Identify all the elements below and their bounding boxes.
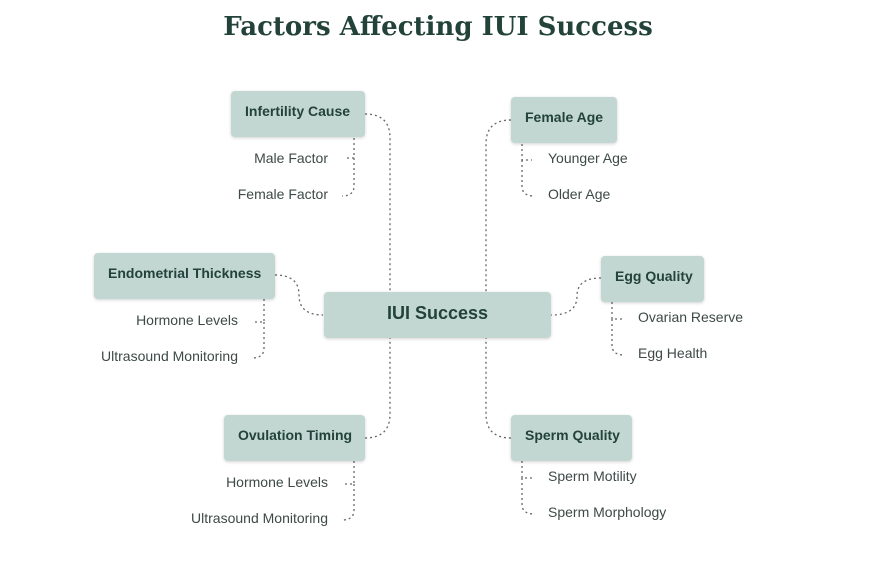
- leaf-older-age: Older Age: [548, 186, 611, 202]
- leaf-sperm-morphology: Sperm Morphology: [548, 504, 667, 520]
- leaf-ultrasound-monitoring: Ultrasound Monitoring: [101, 348, 238, 364]
- connector-infertility-cause: [364, 113, 391, 292]
- branch-label: Sperm Quality: [525, 427, 620, 443]
- connector-leaf-younger-age: [521, 144, 532, 161]
- branch-node-endometrial-thickness: Endometrial Thickness: [94, 253, 275, 299]
- connector-leaf-ovarian-reserve: [611, 302, 622, 320]
- leaf-ultrasound-monitoring: Ultrasound Monitoring: [191, 510, 328, 526]
- connector-leaf-hormone-levels-2: [344, 461, 355, 485]
- diagram-title: Factors Affecting IUI Success: [223, 12, 653, 42]
- connector-leaf-sperm-motility: [521, 461, 532, 479]
- branch-label: Egg Quality: [615, 268, 693, 284]
- connector-leaf-hormone-levels-1: [254, 299, 265, 323]
- connector-female-age: [485, 119, 512, 292]
- leaf-ovarian-reserve: Ovarian Reserve: [638, 309, 744, 325]
- connector-egg-quality: [550, 277, 602, 316]
- leaf-hormone-levels: Hormone Levels: [226, 474, 328, 490]
- branch-label: Ovulation Timing: [238, 427, 353, 443]
- branch-node-female-age: Female Age: [511, 97, 617, 143]
- connector-leaf-sperm-morphology: [521, 478, 535, 515]
- leaf-female-factor: Female Factor: [237, 186, 328, 202]
- connector-leaf-ultrasound-2: [341, 484, 355, 521]
- connector-leaf-ultrasound-1: [251, 322, 265, 359]
- connector-leaf-male-factor: [344, 138, 355, 159]
- branch-label: Infertility Cause: [245, 103, 351, 119]
- connector-endometrial-thickness: [274, 274, 324, 316]
- leaf-egg-health: Egg Health: [638, 345, 708, 361]
- leaf-male-factor: Male Factor: [254, 150, 328, 166]
- branch-node-infertility-cause: Infertility Cause: [231, 91, 365, 137]
- branch-label: Female Age: [525, 109, 604, 125]
- branch-node-sperm-quality: Sperm Quality: [511, 415, 632, 461]
- connector-sperm-quality: [485, 338, 512, 439]
- center-node: IUI Success: [324, 292, 551, 338]
- connector-leaf-older-age: [521, 160, 535, 197]
- connector-leaf-female-factor: [341, 158, 355, 197]
- branch-label: Endometrial Thickness: [108, 265, 262, 281]
- leaf-sperm-motility: Sperm Motility: [548, 468, 637, 484]
- connector-ovulation-timing: [364, 338, 391, 439]
- center-node-label: IUI Success: [386, 303, 489, 323]
- leaf-hormone-levels: Hormone Levels: [136, 312, 238, 328]
- branch-node-ovulation-timing: Ovulation Timing: [224, 415, 365, 461]
- leaf-younger-age: Younger Age: [548, 150, 628, 166]
- connector-leaf-egg-health: [611, 319, 625, 356]
- branch-node-egg-quality: Egg Quality: [601, 256, 704, 302]
